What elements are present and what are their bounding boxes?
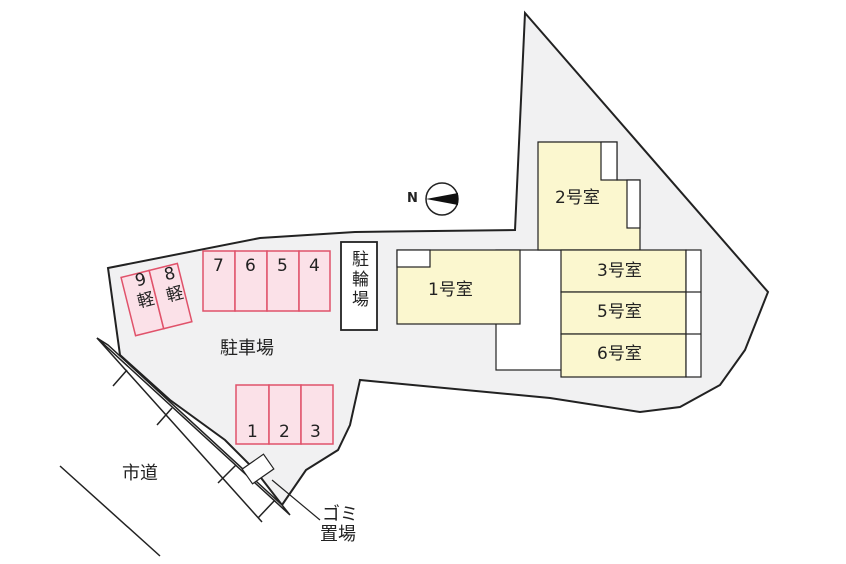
road-strip xyxy=(59,337,291,557)
parking-space-4: 4 xyxy=(309,256,320,276)
parking-top-row xyxy=(202,250,331,312)
north-arrow-icon xyxy=(425,182,459,216)
parking-bottom-row xyxy=(235,384,334,445)
compass-label: N xyxy=(407,191,418,206)
bicycle-parking-label: 駐輪場 xyxy=(348,250,368,310)
parking-space-7: 7 xyxy=(213,256,224,276)
garbage-label-line1: ゴミ xyxy=(322,504,358,525)
parking-area-label: 駐車場 xyxy=(220,338,274,359)
parking-space-6: 6 xyxy=(245,256,256,276)
room-6-label: 6号室 xyxy=(597,344,642,364)
garbage-label-line2: 置場 xyxy=(320,524,356,545)
bicycle-parking-shape xyxy=(340,241,378,331)
road-label: 市道 xyxy=(122,463,158,484)
room-2-label: 2号室 xyxy=(555,188,600,208)
room-3-shape xyxy=(560,249,687,293)
parking-kei-spaces xyxy=(120,262,193,337)
room-5-label: 5号室 xyxy=(597,302,642,322)
room-6-shape xyxy=(560,333,687,378)
parking-space-2: 2 xyxy=(279,422,290,442)
garbage-box xyxy=(241,453,275,485)
parking-space-5: 5 xyxy=(277,256,288,276)
room-5-shape xyxy=(560,291,687,335)
parking-space-3: 3 xyxy=(310,422,321,442)
parking-space-1: 1 xyxy=(247,422,258,442)
room-3-label: 3号室 xyxy=(597,261,642,281)
room-1-label: 1号室 xyxy=(428,280,473,300)
